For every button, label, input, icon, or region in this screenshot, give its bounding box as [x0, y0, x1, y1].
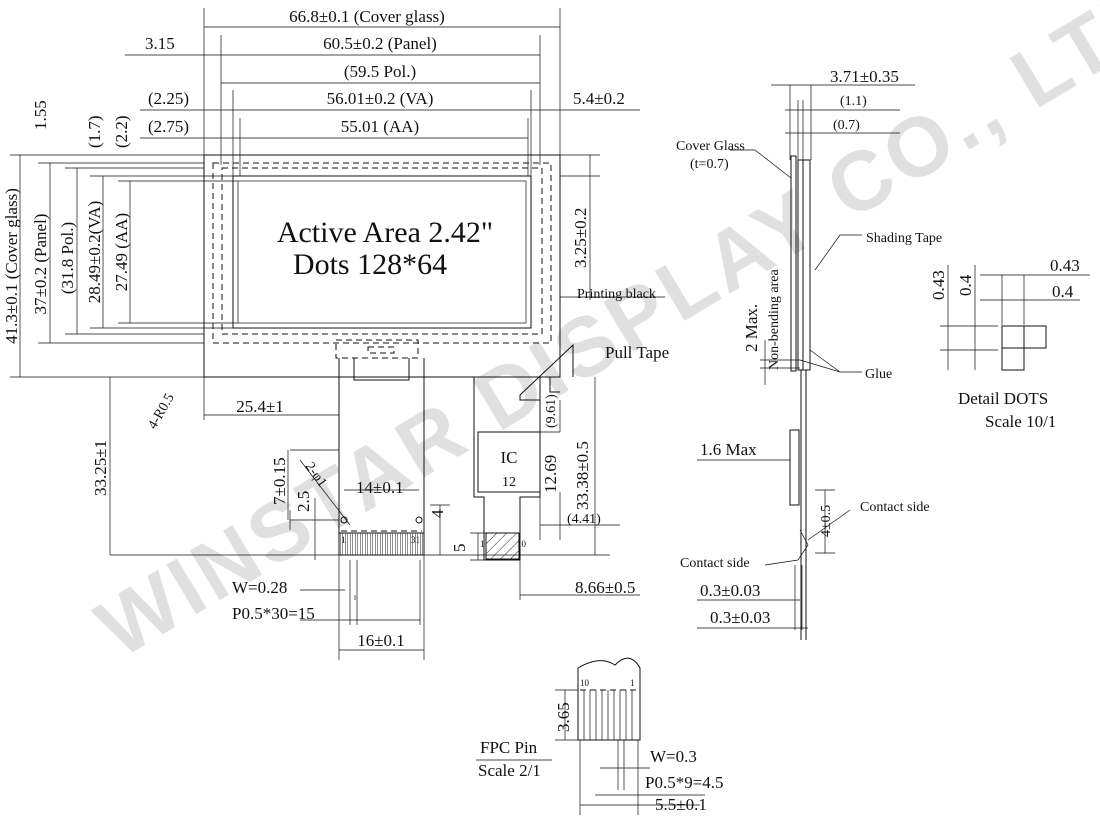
pin-1: 1	[341, 535, 346, 545]
dim-2-75: (2.75)	[148, 117, 189, 136]
contact-side-label-1: Contact side	[860, 500, 930, 515]
dim-aa-width: 55.01 (AA)	[341, 117, 419, 136]
pull-tape-label: Pull Tape	[605, 343, 669, 362]
dim-w-0-28: W=0.28	[232, 578, 287, 597]
dim-8-66: 8.66±0.5	[575, 578, 635, 597]
glue-label: Glue	[865, 367, 892, 382]
dim-4: 4	[428, 509, 447, 518]
dim-5-5: 5.5±0.1	[655, 795, 707, 814]
dim-pitch-30: P0.5*30=15	[232, 604, 315, 623]
pin-31: 31	[411, 535, 420, 545]
dim-3-65: 3.65	[554, 702, 573, 732]
dim-4-0-5: 4±0.5	[819, 505, 834, 537]
dim-dot-pitch-v: 0.43	[929, 270, 948, 300]
dim-2-5: 2.5	[294, 491, 313, 512]
dim-0-7: (0.7)	[833, 118, 860, 133]
fpc-pin-10: 10	[580, 678, 590, 688]
fpc-pin-1: 1	[630, 678, 635, 688]
dim-panel-height: 37±0.2 (Panel)	[31, 214, 50, 315]
dim-0-3-b: 0.3±0.03	[710, 608, 770, 627]
dim-1-6-max: 1.6 Max	[700, 440, 757, 459]
detail-dots-title: Detail DOTS	[958, 389, 1048, 408]
ic-fpc-pin-10: 10	[517, 539, 527, 549]
dim-va-width: 56.01±0.2 (VA)	[327, 89, 434, 108]
dots-label: Dots 128*64	[293, 248, 447, 281]
dim-panel-width: 60.5±0.2 (Panel)	[323, 34, 437, 53]
fpc-pin-detail	[476, 657, 705, 815]
dim-2-25: (2.25)	[148, 89, 189, 108]
dim-dot-pitch-h: 0.43	[1050, 256, 1080, 275]
ic-width: 12	[502, 475, 516, 490]
dim-pol-width: (59.5 Pol.)	[344, 62, 416, 81]
dim-thickness: 3.71±0.35	[830, 67, 899, 86]
dim-5-4: 5.4±0.2	[573, 89, 625, 108]
dim-corner-radius: 4-R0.5	[145, 391, 177, 432]
cover-glass-label: Cover Glass	[676, 139, 745, 154]
dim-dot-size-h: 0.4	[1052, 282, 1074, 301]
dim-1-7: (1.7)	[85, 115, 104, 148]
fpc-pin-title: FPC Pin	[480, 738, 538, 757]
dim-25-4: 25.4±1	[236, 397, 284, 416]
dim-w-0-3: W=0.3	[650, 747, 697, 766]
dim-33-38: 33.38±0.5	[573, 441, 592, 510]
dimension-lines	[10, 8, 665, 660]
shading-tape-label: Shading Tape	[866, 231, 942, 246]
dim-cover-glass-height: 41.3±0.1 (Cover glass)	[2, 188, 21, 344]
ic-label: IC	[501, 448, 518, 467]
dim-33-25: 33.25±1	[91, 440, 110, 496]
dim-14: 14±0.1	[356, 478, 404, 497]
ic-fpc-pin-1: 1	[480, 539, 485, 549]
dim-4-41: (4.41)	[567, 512, 601, 527]
dim-1-1: (1.1)	[840, 94, 867, 109]
dim-dot-size-v: 0.4	[956, 274, 975, 296]
dim-5: 5	[450, 544, 469, 553]
non-bending-area-label: Non-bending area	[767, 269, 782, 370]
detail-dots	[940, 265, 1090, 371]
side-view	[697, 84, 915, 640]
dim-va-height: 28.49±0.2(VA)	[85, 201, 104, 304]
dim-3-15: 3.15	[145, 34, 175, 53]
dim-aa-height: 27.49 (AA)	[112, 213, 131, 291]
dim-cover-glass-width: 66.8±0.1 (Cover glass)	[289, 7, 445, 26]
dim-7: 7±0.15	[270, 457, 289, 505]
dim-1-55: 1.55	[31, 100, 50, 130]
dim-9-61: (9.61)	[544, 394, 559, 428]
dim-3-25: 3.25±0.2	[571, 208, 590, 268]
dim-12-69: 12.69	[541, 455, 560, 493]
printing-black-label: Printing black	[577, 287, 656, 302]
active-area-label: Active Area 2.42"	[277, 216, 493, 249]
dim-pitch-9: P0.5*9=4.5	[645, 773, 724, 792]
dim-0-3-a: 0.3±0.03	[700, 581, 760, 600]
dim-2-max: 2 Max.	[742, 304, 761, 352]
detail-dots-scale: Scale 10/1	[985, 412, 1056, 431]
contact-side-label-2: Contact side	[680, 556, 750, 571]
dim-2-2: (2.2)	[112, 115, 131, 148]
dim-16: 16±0.1	[357, 631, 405, 650]
fpc-pin-scale: Scale 2/1	[478, 761, 541, 780]
dim-pol-height: (31.8 Pol.)	[58, 222, 77, 294]
cover-glass-thickness: (t=0.7)	[690, 157, 729, 172]
